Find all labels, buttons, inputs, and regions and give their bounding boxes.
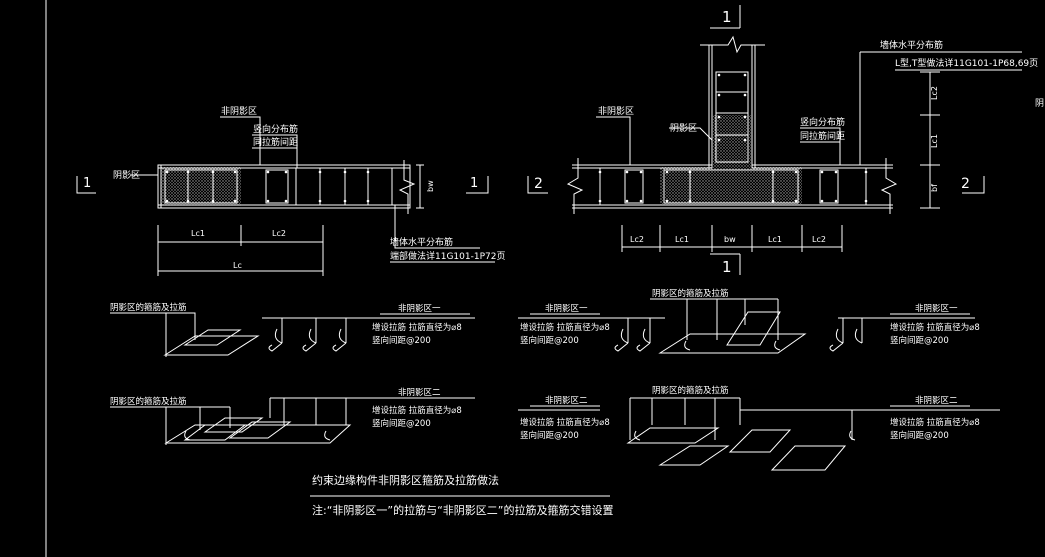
left-section-mark-left: 1 <box>83 176 91 191</box>
d1-tie-line2: 竖向间距@200 <box>372 335 431 346</box>
t-wall-plan <box>527 5 1022 275</box>
edge-fragment: 阴 <box>1035 98 1044 109</box>
footer: 约束边缘构件非阴影区箍筋及拉筋做法 注:“非阴影区一”的拉筋与“非阴影区二”的拉… <box>310 473 614 517</box>
left-horizontal-bar-label: 墙体水平分布筋 <box>390 236 453 248</box>
t-section-bottom: 1 <box>722 258 732 276</box>
t-dim-lc2-left: Lc2 <box>630 235 644 244</box>
t-dim-lc1-left: Lc1 <box>675 235 689 244</box>
left-wall-shadow-area <box>161 167 241 206</box>
left-shadow-zone-label: 阴影区 <box>113 170 140 181</box>
t-dim-lc1-right: Lc1 <box>768 235 782 244</box>
d2-tie-line1: 增设拉筋 拉筋直径为⌀8 <box>372 405 462 416</box>
d1-shadow-label: 阴影区的箍筋及拉筋 <box>110 302 187 313</box>
detail-3 <box>518 298 975 354</box>
left-dim-lc: Lc <box>233 261 242 270</box>
d4-left-tie-line2: 竖向间距@200 <box>520 430 579 441</box>
t-tie-spec-label: 同拉筋间距 <box>800 130 845 142</box>
left-non-shadow-zone-label: 非阴影区 <box>221 105 257 117</box>
t-dim-lc2-right: Lc2 <box>812 235 826 244</box>
t-section-left: 2 <box>534 176 543 192</box>
left-dim-lc1: Lc1 <box>191 229 205 238</box>
d3-left-zone-label: 非阴影区一 <box>545 303 588 314</box>
t-wall-shadow-flange <box>660 167 802 205</box>
d4-left-zone-label: 非阴影区二 <box>545 395 588 406</box>
t-horizontal-bar-label: 墙体水平分布筋 <box>880 39 943 51</box>
t-wall-bars <box>598 73 868 203</box>
detail-4 <box>518 397 1000 471</box>
footer-note: 注:“非阴影区一”的拉筋与“非阴影区二”的拉筋及箍筋交错设置 <box>312 503 614 517</box>
t-section-right: 2 <box>961 176 970 192</box>
t-section-top: 1 <box>722 8 732 26</box>
d4-shadow-label: 阴影区的箍筋及拉筋 <box>652 385 729 396</box>
d2-zone-label: 非阴影区二 <box>398 387 441 398</box>
d3-right-tie-line1: 增设拉筋 拉筋直径为⌀8 <box>890 322 980 333</box>
left-tie-spec-label: 同拉筋间距 <box>253 136 298 148</box>
t-vertical-bar-label: 竖向分布筋 <box>800 116 845 128</box>
d4-left-tie-line1: 增设拉筋 拉筋直径为⌀8 <box>520 417 610 428</box>
t-dim-v-lc2: Lc2 <box>930 86 939 100</box>
d3-right-tie-line2: 竖向间距@200 <box>890 335 949 346</box>
detail-1 <box>110 312 475 357</box>
d2-shadow-label: 阴影区的箍筋及拉筋 <box>110 396 187 407</box>
t-ref-note: L型,T型做法详11G101-1P68,69页 <box>895 57 1038 69</box>
d2-tie-line2: 竖向间距@200 <box>372 418 431 429</box>
detail-2 <box>110 397 475 445</box>
d4-right-zone-label: 非阴影区二 <box>915 395 958 406</box>
t-dim-v-lc1: Lc1 <box>930 134 939 148</box>
t-shadow-zone-label: 阴影区 <box>670 123 697 134</box>
left-wall-bars <box>165 170 370 203</box>
d4-right-tie-line1: 增设拉筋 拉筋直径为⌀8 <box>890 417 980 428</box>
d1-tie-line1: 增设拉筋 拉筋直径为⌀8 <box>372 322 462 333</box>
left-ref-note: 端部做法详11G101-1P72页 <box>390 250 505 262</box>
left-section-mark-right: 1 <box>470 176 478 191</box>
d3-left-tie-line2: 竖向间距@200 <box>520 335 579 346</box>
d3-right-zone-label: 非阴影区一 <box>915 303 958 314</box>
left-bw-label: bw <box>426 180 435 192</box>
t-dim-bw: bw <box>724 235 736 244</box>
left-dim-lc2: Lc2 <box>272 229 286 238</box>
left-vertical-bar-label: 竖向分布筋 <box>253 123 298 135</box>
d4-right-tie-line2: 竖向间距@200 <box>890 430 949 441</box>
d3-shadow-label: 阴影区的箍筋及拉筋 <box>652 288 729 299</box>
t-non-shadow-zone-label: 非阴影区 <box>598 105 634 117</box>
t-dim-v-bf: bf <box>930 184 939 192</box>
d1-zone-label: 非阴影区一 <box>398 303 441 314</box>
d3-left-tie-line1: 增设拉筋 拉筋直径为⌀8 <box>520 322 610 333</box>
footer-title: 约束边缘构件非阴影区箍筋及拉筋做法 <box>312 473 499 487</box>
left-wall-plan <box>76 116 495 276</box>
